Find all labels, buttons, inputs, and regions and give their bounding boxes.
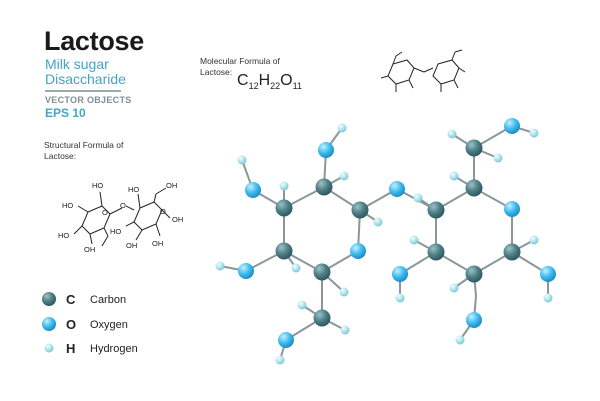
atom-c <box>313 263 331 281</box>
legend-name-carbon: Carbon <box>90 294 127 306</box>
molecular-label-line1: Molecular Formula of <box>200 56 280 66</box>
formula-o-count: 11 <box>292 81 302 92</box>
atom-o <box>245 182 261 198</box>
atom-h <box>340 325 350 335</box>
subtitle-milk-sugar: Milk sugar <box>45 56 109 72</box>
atom-c <box>465 139 483 157</box>
atom-h <box>215 261 225 271</box>
structural-formula-label: Structural Formula of Lactose: <box>44 140 123 162</box>
formula-c-count: 12 <box>248 81 259 92</box>
legend-symbol-oxygen: O <box>66 317 77 332</box>
label-o-ring1: O <box>102 208 108 217</box>
atom-h <box>395 293 405 303</box>
atom-h <box>543 293 553 303</box>
label-oh-right: OH <box>172 215 183 224</box>
atom-h <box>493 153 503 163</box>
structural-label-line1: Structural Formula of <box>44 140 124 150</box>
structural-label-line2: Lactose: <box>44 151 77 161</box>
legend-carbon-sphere <box>42 292 56 306</box>
legend-symbol-hydrogen: H <box>66 341 76 356</box>
atom-h <box>279 181 289 191</box>
atom-o <box>540 266 556 282</box>
atom-h <box>529 128 539 138</box>
atom-h <box>339 171 349 181</box>
formula-c: C <box>237 72 249 89</box>
molecular-formula: C12H22O11 <box>237 72 302 91</box>
atom-h <box>455 335 465 345</box>
atom-o <box>350 243 366 259</box>
atom-o <box>389 181 405 197</box>
legend-symbol-carbon: C <box>66 292 76 307</box>
formula-h-count: 22 <box>270 81 281 92</box>
atom-c <box>427 243 445 261</box>
molecular-formula-label: Molecular Formula of Lactose: <box>200 56 280 78</box>
atom-h <box>339 287 349 297</box>
atom-h <box>337 123 347 133</box>
structural-formula <box>73 187 171 247</box>
atom-o <box>466 312 482 328</box>
label-o-bridge: O <box>120 201 126 210</box>
label-ho-lower: HO <box>58 231 69 240</box>
vector-objects-label: VECTOR OBJECTS <box>45 95 132 105</box>
atom-h <box>297 300 307 310</box>
atom-h <box>409 235 419 245</box>
page-title: Lactose <box>44 26 144 56</box>
label-ho-top: HO <box>92 181 103 190</box>
atom-c <box>503 243 521 261</box>
label-oh-lower: OH <box>126 241 137 250</box>
legend-hydrogen-sphere <box>44 343 54 353</box>
label-ho-mid: HO <box>110 227 121 236</box>
atom-h <box>275 355 285 365</box>
eps-label: EPS 10 <box>45 106 86 120</box>
subtitle-disaccharide: Disaccharide <box>45 71 126 87</box>
legend-oxygen-sphere <box>42 317 56 331</box>
atom-c <box>351 201 369 219</box>
label-o-ring2: O <box>160 207 166 216</box>
atom-o <box>504 118 520 134</box>
ball-and-stick-model <box>215 118 556 365</box>
legend-name-oxygen: Oxygen <box>90 319 128 331</box>
legend-name-hydrogen: Hydrogen <box>90 343 138 355</box>
label-ho-left: HO <box>62 201 73 210</box>
divider <box>45 90 121 92</box>
atom-c <box>465 179 483 197</box>
label-oh-lower-right: OH <box>152 239 163 248</box>
small-skeletal-formula <box>380 49 466 92</box>
atom-o <box>238 263 254 279</box>
atom-h <box>447 129 457 139</box>
atom-o <box>392 266 408 282</box>
atom-o <box>504 201 520 217</box>
atom-c <box>275 199 293 217</box>
atom-h <box>373 217 383 227</box>
label-oh-bottom: OH <box>84 245 95 254</box>
atom-h <box>449 171 459 181</box>
atom-h <box>291 263 301 273</box>
atom-h <box>237 155 247 165</box>
atom-o <box>318 142 334 158</box>
formula-h: H <box>258 72 271 89</box>
atom-h <box>449 283 459 293</box>
molecular-label-line2: Lactose: <box>200 67 233 77</box>
atom-c <box>427 201 445 219</box>
atom-c <box>275 242 293 260</box>
label-oh-top-right: OH <box>166 181 177 190</box>
atom-h <box>413 193 423 203</box>
atom-h <box>529 235 539 245</box>
atom-o <box>278 332 294 348</box>
atom-c <box>315 178 333 196</box>
atom-c <box>313 309 331 327</box>
formula-o: O <box>280 72 293 89</box>
structural-formula-labels: HO HO HO OH O O HO OH O OH OH OH HO <box>58 181 183 254</box>
atom-c <box>465 265 483 283</box>
label-ho-ring2: HO <box>128 185 139 194</box>
